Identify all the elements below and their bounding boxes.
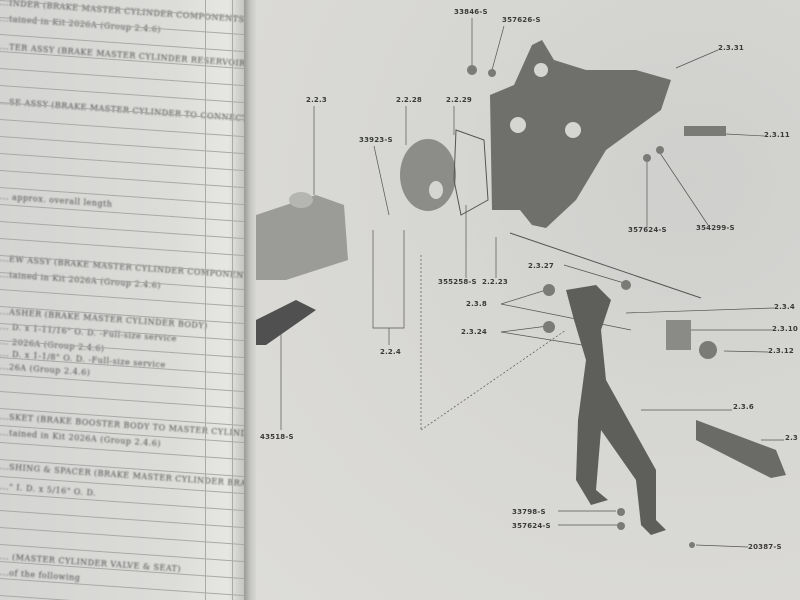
table-rule — [0, 527, 248, 547]
parts-list-line: ...TER ASSY (BRAKE MASTER CYLINDER RESER… — [0, 42, 248, 69]
part-label: 357624-S — [628, 226, 667, 234]
part-label: 33923-S — [359, 136, 393, 144]
part-label: 20387-S — [748, 543, 782, 551]
table-rule — [0, 136, 248, 156]
table-rule — [0, 374, 248, 394]
part-label: 2.2.4 — [380, 348, 401, 356]
part-label: 33846-S — [454, 8, 488, 16]
part-label: 2.2.23 — [482, 278, 509, 286]
table-rule — [0, 153, 248, 173]
table-rule — [0, 68, 248, 88]
table-rule — [0, 170, 248, 190]
part-label: 2.3.6 — [733, 403, 754, 411]
part-label: 2.2.28 — [396, 96, 423, 104]
exploded-diagram-drawing — [256, 18, 786, 548]
table-rule — [0, 493, 248, 513]
table-rule — [0, 391, 248, 411]
part-label: 33798-S — [512, 508, 546, 516]
left-page-parts-list: ...INDER (BRAKE MASTER CYLINDER COMPONEN… — [0, 0, 248, 600]
parts-list-line: ...tained in Kit 2026A (Group 2.4.6) — [0, 14, 162, 35]
table-rule — [0, 578, 248, 598]
table-rule — [0, 595, 248, 600]
part-label: 2.3.12 — [768, 347, 795, 355]
table-rule — [0, 510, 248, 530]
table-rule — [0, 119, 248, 139]
parts-list-line: ..." I. D. x 5/16" O. D. — [0, 482, 97, 498]
part-label: 354299-S — [696, 224, 735, 232]
part-label: 357624-S — [512, 522, 551, 530]
part-label: 2.3.27 — [528, 262, 555, 270]
table-column-rule — [232, 0, 233, 600]
part-label: 2.3.4 — [774, 303, 795, 311]
table-rule — [0, 221, 248, 241]
part-label: 2.3.31 — [718, 44, 745, 52]
part-label: 2.2.3 — [306, 96, 327, 104]
table-rule — [0, 204, 248, 224]
part-label: 357626-S — [502, 16, 541, 24]
table-column-rule — [205, 0, 206, 600]
right-page-diagram: 33846-S 357626-S 2.3.31 2.2.3 2.2.28 2.2.29 33… — [256, 0, 800, 600]
part-label: 355258-S — [438, 278, 477, 286]
part-label: 2.3.10 — [772, 325, 799, 333]
part-label: 2.3.8 — [466, 300, 487, 308]
part-label: 2.3 — [785, 434, 799, 442]
part-label: 2.3.11 — [764, 131, 791, 139]
table-rule — [0, 238, 248, 258]
book-gutter — [244, 0, 258, 600]
table-rule — [0, 289, 248, 309]
part-label: 43518-S — [260, 433, 294, 441]
part-label: 2.2.29 — [446, 96, 473, 104]
part-label: 2.3.24 — [461, 328, 488, 336]
